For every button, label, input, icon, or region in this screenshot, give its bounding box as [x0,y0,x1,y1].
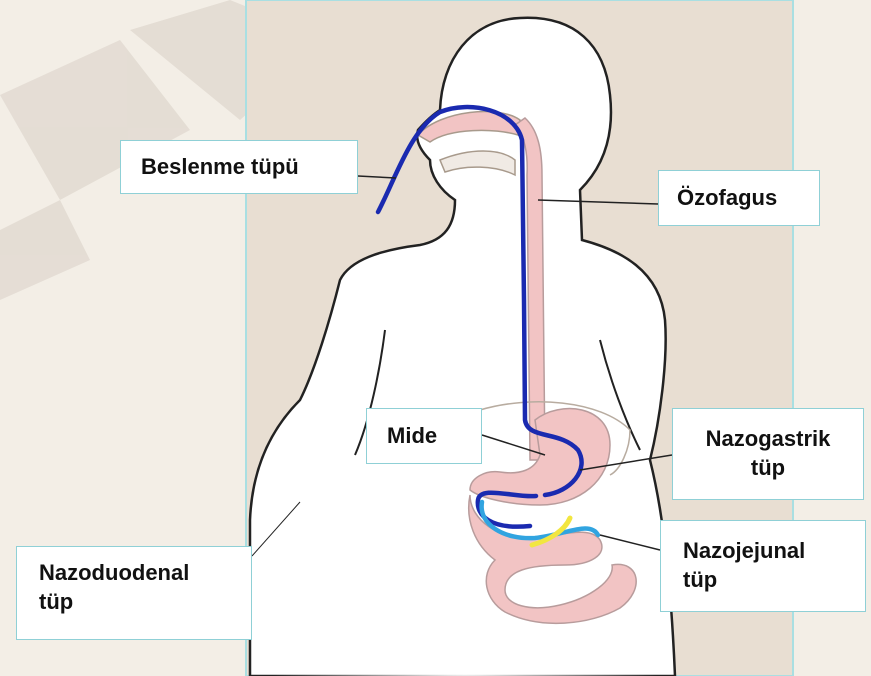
label-nasoduodenal-line2: tüp [39,588,251,617]
label-nasojejunal: Nazojejunal tüp [660,520,866,612]
label-nasojejunal-line2: tüp [683,566,865,595]
label-feeding-tube-text: Beslenme tüpü [141,153,357,182]
label-stomach-text: Mide [387,422,481,451]
label-esophagus-text: Özofagus [677,184,819,213]
label-nasogastric-line2: tüp [673,454,863,483]
label-nasoduodenal-line1: Nazoduodenal [39,559,251,588]
label-nasojejunal-line1: Nazojejunal [683,537,865,566]
label-nasogastric-line1: Nazogastrik [673,425,863,454]
label-feeding-tube: Beslenme tüpü [120,140,358,194]
label-esophagus: Özofagus [658,170,820,226]
label-stomach: Mide [366,408,482,464]
label-nasogastric: Nazogastrik tüp [672,408,864,500]
label-nasoduodenal: Nazoduodenal tüp [16,546,252,640]
